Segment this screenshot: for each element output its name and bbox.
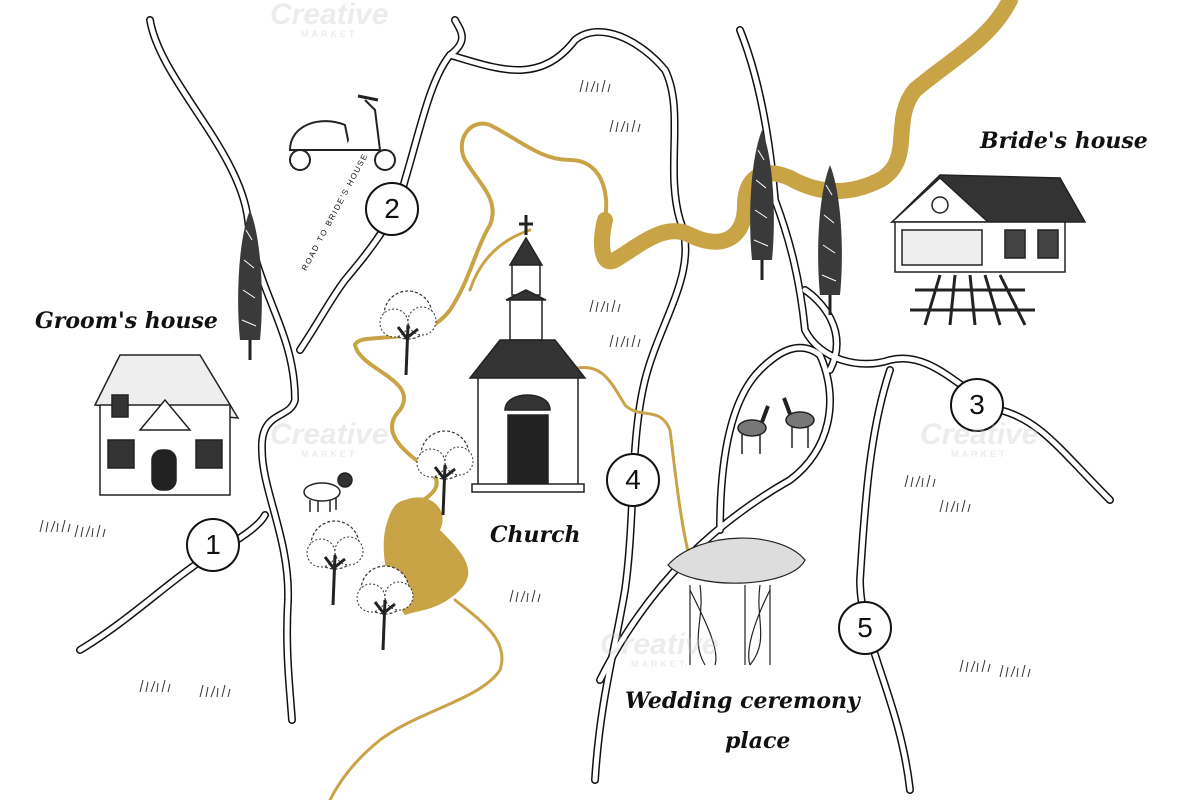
wedding-arch-icon xyxy=(667,537,806,666)
road-fill xyxy=(147,17,298,723)
marker-2[interactable]: 2 xyxy=(365,182,419,236)
church-icon xyxy=(468,215,587,493)
marker-5[interactable]: 5 xyxy=(838,601,892,655)
road-fill xyxy=(737,27,1113,503)
scooter-icon xyxy=(288,94,396,171)
bride-house-icon xyxy=(890,174,1087,326)
marker-4[interactable]: 4 xyxy=(606,453,660,507)
road-fill xyxy=(802,287,840,373)
marker-3[interactable]: 3 xyxy=(950,378,1004,432)
bride-house-label: Bride's house xyxy=(980,128,1148,154)
road xyxy=(856,366,914,794)
river xyxy=(328,0,1018,800)
wedding-place-label-line1: Wedding ceremony xyxy=(625,688,860,714)
road-fill xyxy=(297,17,465,353)
church-label: Church xyxy=(490,522,581,548)
dog-icon xyxy=(303,472,353,512)
deer-icon xyxy=(737,397,815,454)
groom-house-label: Groom's house xyxy=(35,308,218,334)
wedding-place-label-line2: place xyxy=(725,728,791,754)
marker-1[interactable]: 1 xyxy=(186,518,240,572)
groom-house-icon xyxy=(93,354,240,496)
road-fill xyxy=(857,367,913,793)
